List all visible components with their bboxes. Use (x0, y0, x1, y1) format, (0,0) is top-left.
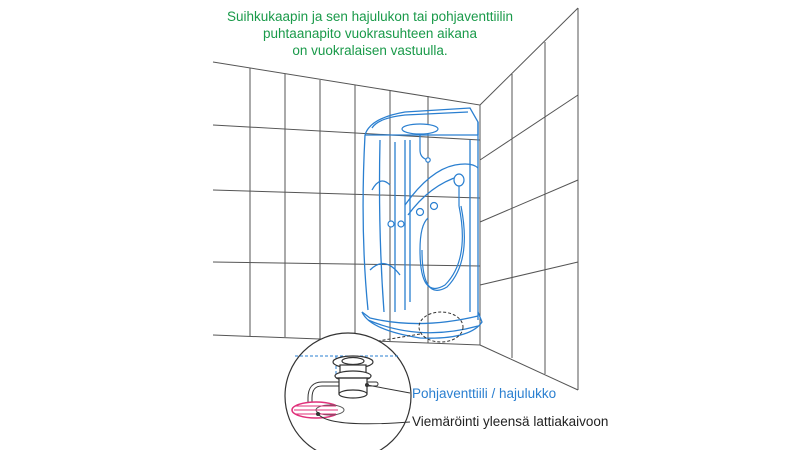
callout-dot-drain (316, 412, 320, 416)
callout-line-drain (317, 413, 411, 425)
shower-cabin-illustration (361, 107, 483, 339)
bottom-valve-icon (332, 355, 374, 399)
floor-drain-icon (291, 401, 345, 419)
tiled-wall-right (479, 7, 579, 391)
callout-dot-valve (365, 383, 369, 387)
zoom-connector-line (371, 333, 421, 343)
tiled-wall-left (212, 61, 481, 346)
caption-line-1: Suihkukaapin ja sen hajulukon tai pohjav… (227, 9, 513, 24)
caption-line-3: on vuokralaisen vastuulla. (292, 43, 448, 58)
caption: Suihkukaapin ja sen hajulukon tai pohjav… (190, 8, 550, 59)
zoom-indicator (418, 311, 464, 343)
callout-label-valve: Pohjaventtiili / hajulukko (412, 386, 557, 401)
caption-line-2: puhtaanapito vuokrasuhteen aikana (263, 26, 477, 41)
callout-line-valve (366, 384, 411, 394)
hand-shower-icon (419, 173, 465, 291)
callout-label-drain: Viemäröinti yleensä lattiakaivoon (412, 414, 609, 429)
control-knobs (387, 201, 439, 228)
rain-shower-head-icon (401, 123, 439, 163)
